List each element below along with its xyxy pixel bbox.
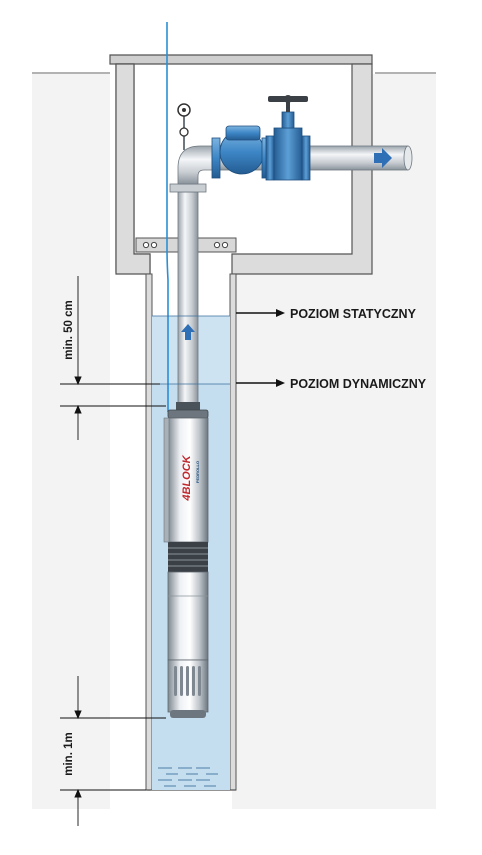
soil-left: [32, 74, 110, 809]
min-1m-label: min. 1m: [63, 732, 75, 775]
well-chamber: [109, 54, 373, 791]
power-cable: [166, 22, 169, 412]
min-50cm-label: min. 50 cm: [63, 300, 75, 359]
riser-pipe: [177, 191, 199, 405]
dimension-min-50cm: [60, 276, 166, 440]
riser-flange: [169, 183, 207, 193]
soil-bottom-right: [232, 270, 372, 809]
well-bottom-gravel: [158, 767, 218, 787]
pipe-elbow: [177, 145, 217, 185]
riser-flow-arrow: [181, 324, 195, 340]
dynamic-level-label: POZIOM DYNAMICZNY: [290, 377, 427, 391]
discharge-pipe-end: [403, 145, 413, 171]
pressure-gauge: [177, 103, 191, 150]
submersible-pump: [163, 402, 209, 718]
dimension-min-1m: [60, 676, 166, 826]
pump-logo: 4BLOCK PEDROLLO: [181, 454, 200, 501]
soil-right: [372, 74, 436, 809]
flow-direction-arrow: [374, 148, 392, 168]
pump-logo-subtext: PEDROLLO: [195, 461, 200, 483]
dynamic-level-pointer: [236, 379, 285, 387]
pump-logo-text: 4BLOCK: [181, 454, 193, 501]
static-level-pointer: [236, 309, 285, 317]
gate-valve: [265, 95, 311, 181]
static-level-label: POZIOM STATYCZNY: [290, 307, 417, 321]
